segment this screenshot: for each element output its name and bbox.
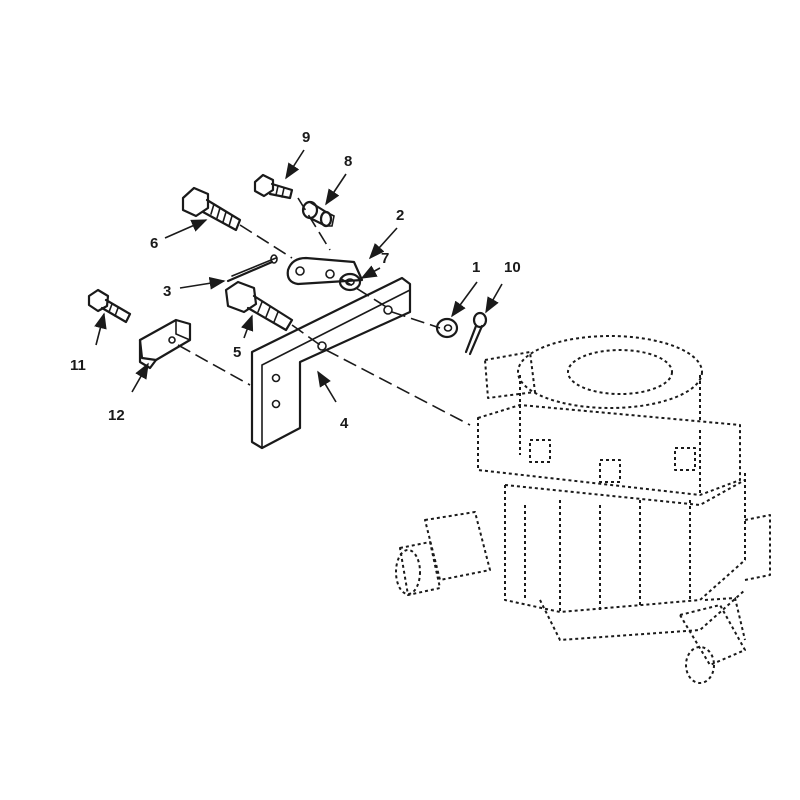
part-12-clip [138, 318, 192, 370]
callout-arrows [94, 149, 503, 403]
part-5-bolt [224, 280, 294, 332]
callout-12: 12 [108, 407, 125, 424]
carburetor-phantom [395, 335, 771, 684]
part-9-bolt [253, 173, 294, 200]
part-1-washer [435, 317, 459, 339]
part-3-pin [226, 254, 278, 283]
callout-8: 8 [344, 153, 352, 170]
callout-2: 2 [396, 207, 404, 224]
callout-3: 3 [163, 283, 171, 300]
callout-11: 11 [70, 357, 86, 374]
callout-7: 7 [381, 250, 389, 267]
assembly-lines [177, 197, 471, 426]
part-8-spacer [301, 200, 335, 228]
callout-5: 5 [233, 344, 241, 361]
part-11-bolt [87, 288, 132, 324]
callout-labels: 1 2 3 4 5 6 7 8 9 10 11 12 [70, 129, 521, 432]
callout-9: 9 [302, 129, 310, 146]
callout-1: 1 [472, 259, 480, 276]
part-2-lever [286, 256, 364, 286]
callout-10: 10 [504, 259, 521, 276]
part-10-cotter-pin [464, 311, 488, 356]
part-6-bolt [181, 186, 242, 232]
callout-4: 4 [340, 415, 349, 432]
callout-6: 6 [150, 235, 158, 252]
part-4-bracket [250, 276, 412, 450]
